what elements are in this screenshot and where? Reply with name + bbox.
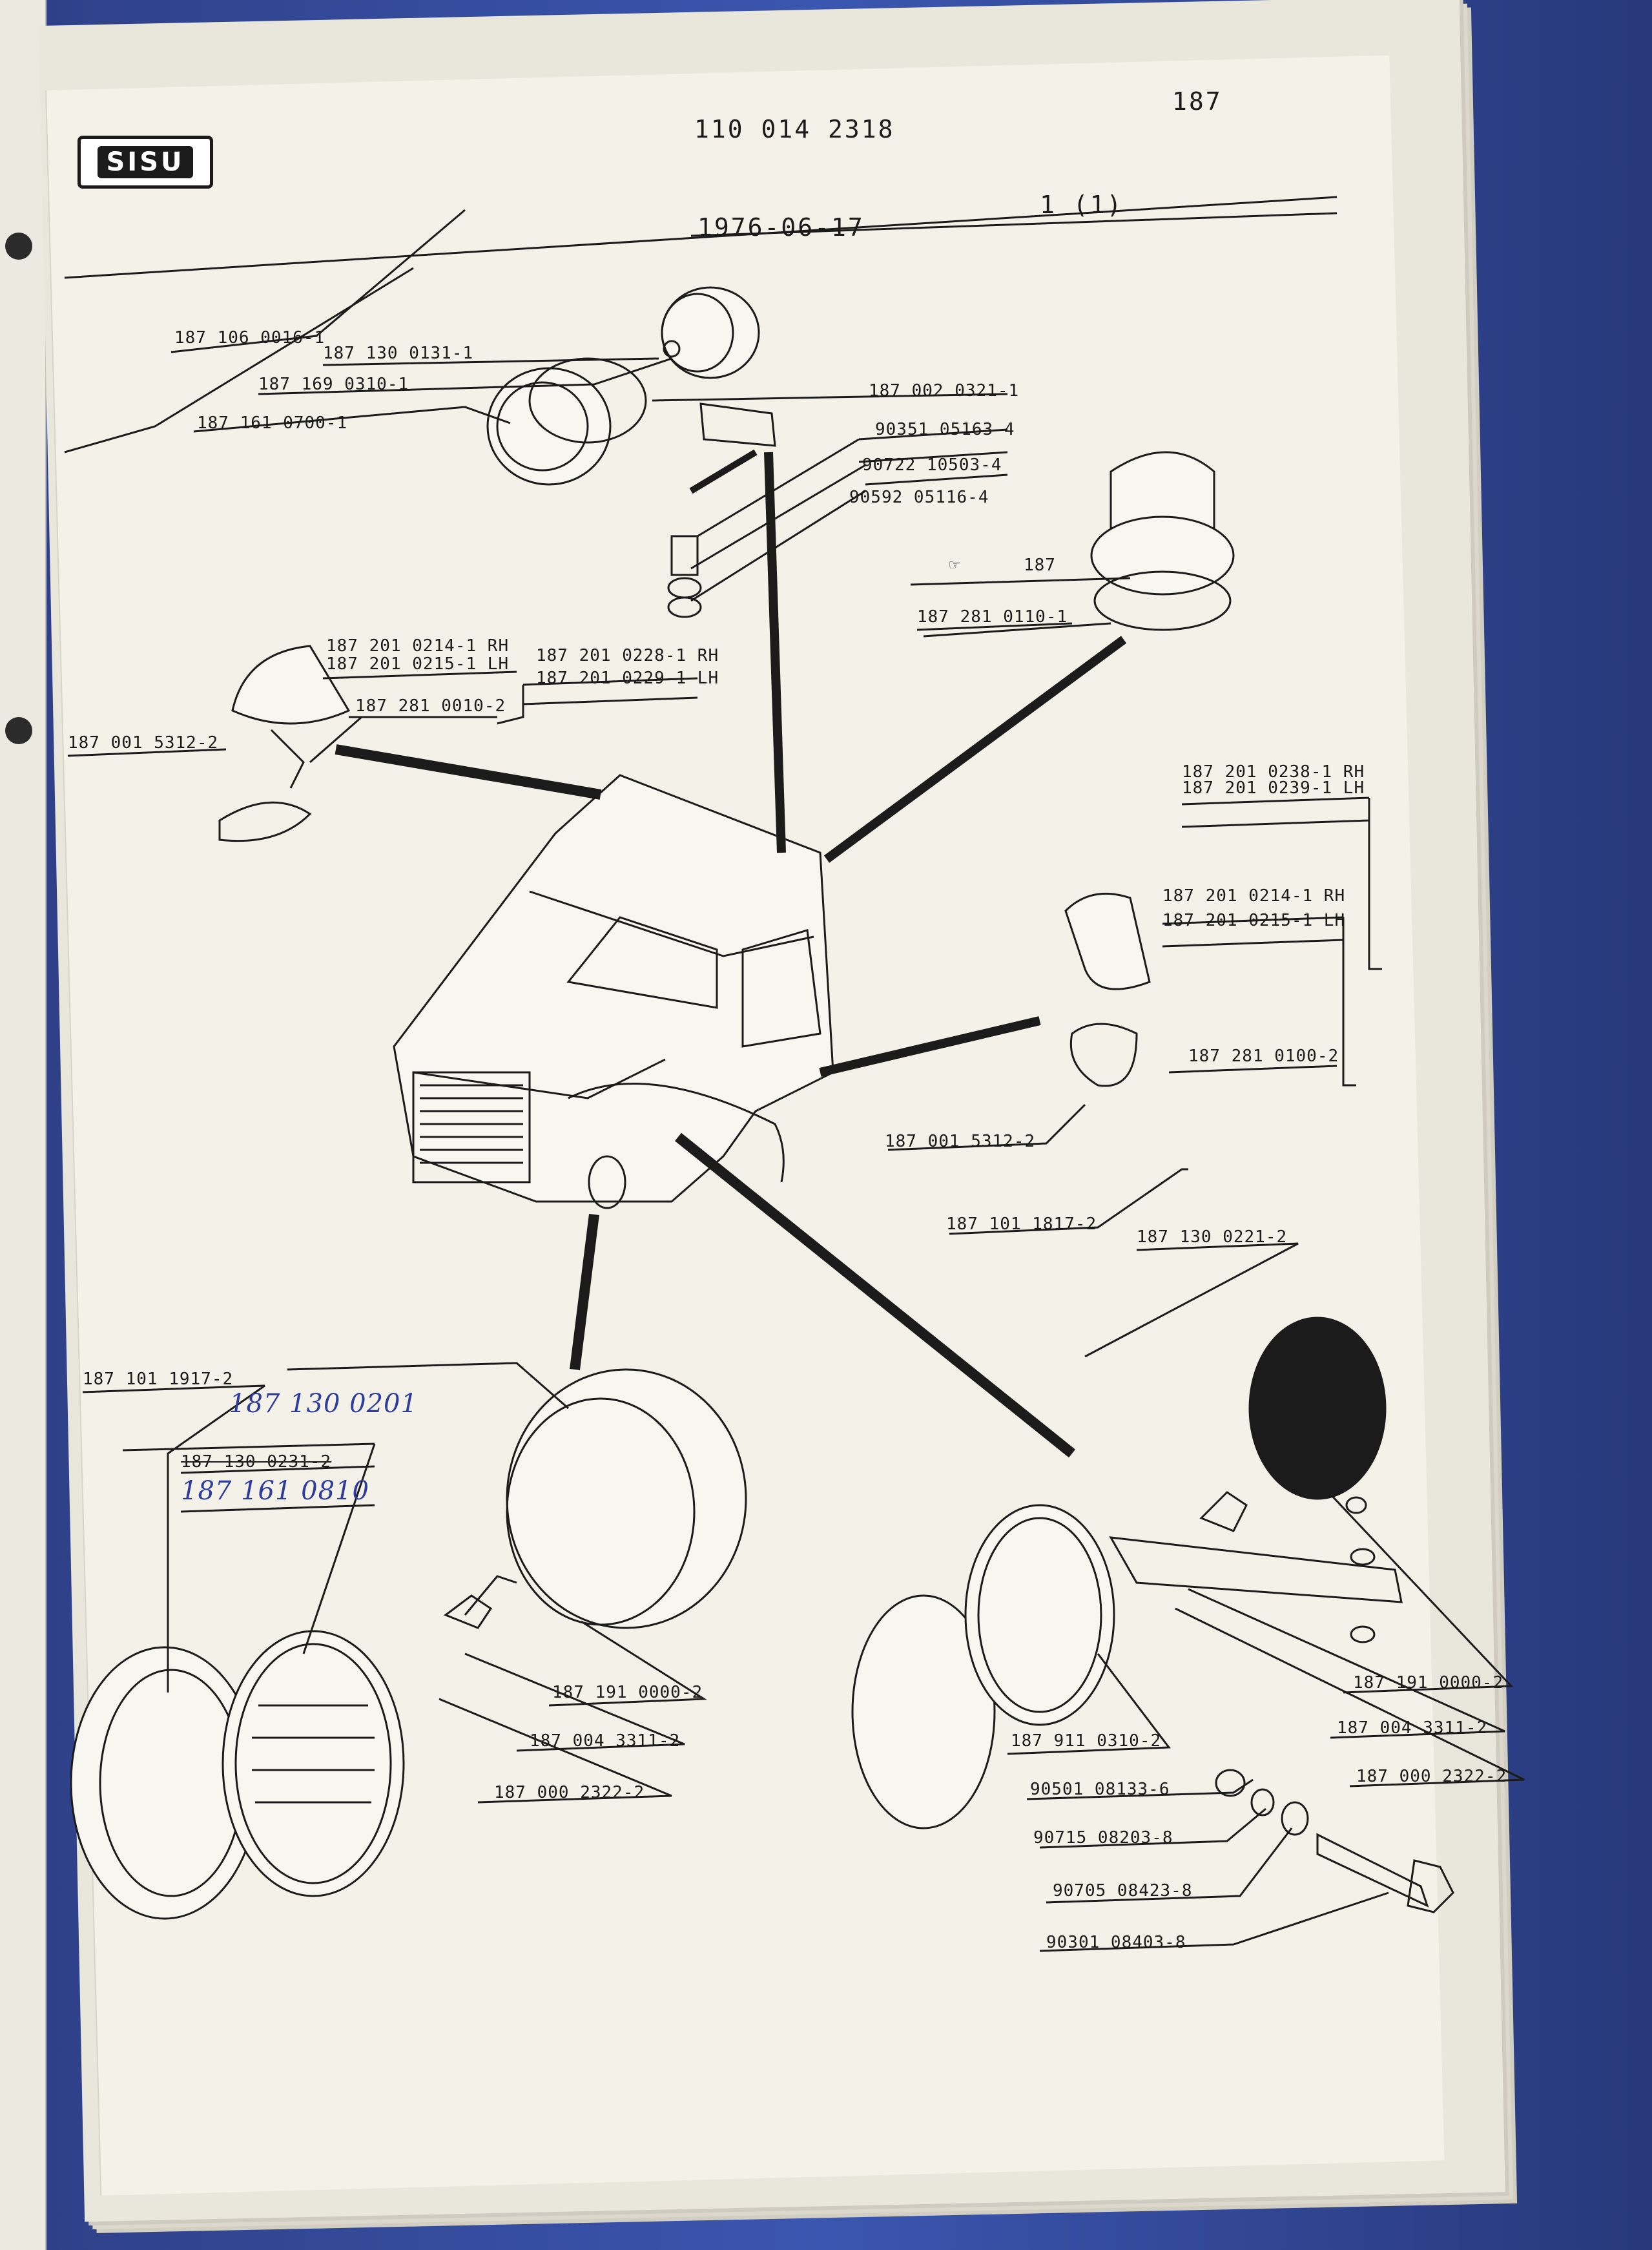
part-label: 187 004 3311-2: [1337, 1718, 1488, 1738]
part-label: 187 201 0215-1 LH: [326, 654, 510, 674]
logo-text: SISU: [97, 146, 194, 178]
part-label: 90592 05116-4: [849, 488, 989, 507]
part-label: 187 001 5312-2: [68, 733, 219, 753]
binder-hole: [5, 717, 32, 744]
part-label: 187 000 2322-2: [1356, 1767, 1507, 1786]
part-label: 90722 10503-4: [862, 455, 1002, 475]
part-label: 187 191 0000-2: [552, 1683, 703, 1702]
part-label: 187 002 0321-1: [869, 381, 1020, 401]
handwritten-part-number: 187 130 0201: [229, 1389, 418, 1419]
hand-pointer-icon: ☞: [949, 556, 960, 575]
doc-number: 110 014 2318: [694, 115, 895, 143]
part-label: 187 281 0110-1: [917, 607, 1068, 627]
struck-part-label: 187 130 0231-2: [181, 1452, 332, 1472]
part-label: 90705 08423-8: [1053, 1881, 1193, 1901]
part-label: 187 201 0239-1 LH: [1182, 778, 1365, 798]
part-label: 187 281 0100-2: [1188, 1047, 1339, 1066]
part-label: 187 191 0000-2: [1353, 1673, 1504, 1693]
part-label: 187 201 0214-1 RH: [1162, 886, 1346, 906]
part-label: 187 281 0010-2: [355, 696, 506, 716]
part-label: 187 106 0016-1: [174, 328, 325, 348]
part-label: 187 201 0215-1 LH: [1162, 911, 1346, 930]
part-label: 187 101 1917-2: [83, 1370, 234, 1389]
part-label: 90501 08133-6: [1030, 1780, 1170, 1799]
part-label: 90715 08203-8: [1033, 1828, 1173, 1848]
part-label: 187 161 0700-1: [197, 413, 348, 433]
part-label: 187 201 0214-1 RH: [326, 636, 510, 656]
part-label: 187 130 0221-2: [1137, 1227, 1288, 1247]
binder-hole: [5, 233, 32, 260]
part-label: 187 911 0310-2: [1011, 1731, 1162, 1751]
part-label: 187 201 0238-1 RH: [1182, 762, 1365, 782]
part-label: 187: [1024, 556, 1056, 575]
doc-date: 1976-06-17: [697, 213, 865, 242]
part-label: 90351 05163-4: [875, 420, 1015, 439]
part-label: 187 001 5312-2: [885, 1132, 1036, 1151]
part-label: 187 000 2322-2: [494, 1783, 645, 1802]
part-label: 90301 08403-8: [1046, 1933, 1186, 1952]
part-label: 187 101 1817-2: [946, 1214, 1097, 1234]
left-page-edge: [0, 0, 46, 2250]
part-label: 187 004 3311-2: [530, 1731, 681, 1751]
part-label: 187 169 0310-1: [258, 375, 409, 394]
part-label: 187 130 0131-1: [323, 344, 474, 363]
handwritten-part-number: 187 161 0810: [181, 1476, 369, 1506]
part-label: 187 201 0228-1 RH: [536, 646, 719, 665]
page-number: 187: [1172, 87, 1223, 116]
sisu-logo: SISU: [77, 136, 213, 189]
part-label: 187 201 0229-1 LH: [536, 669, 719, 688]
